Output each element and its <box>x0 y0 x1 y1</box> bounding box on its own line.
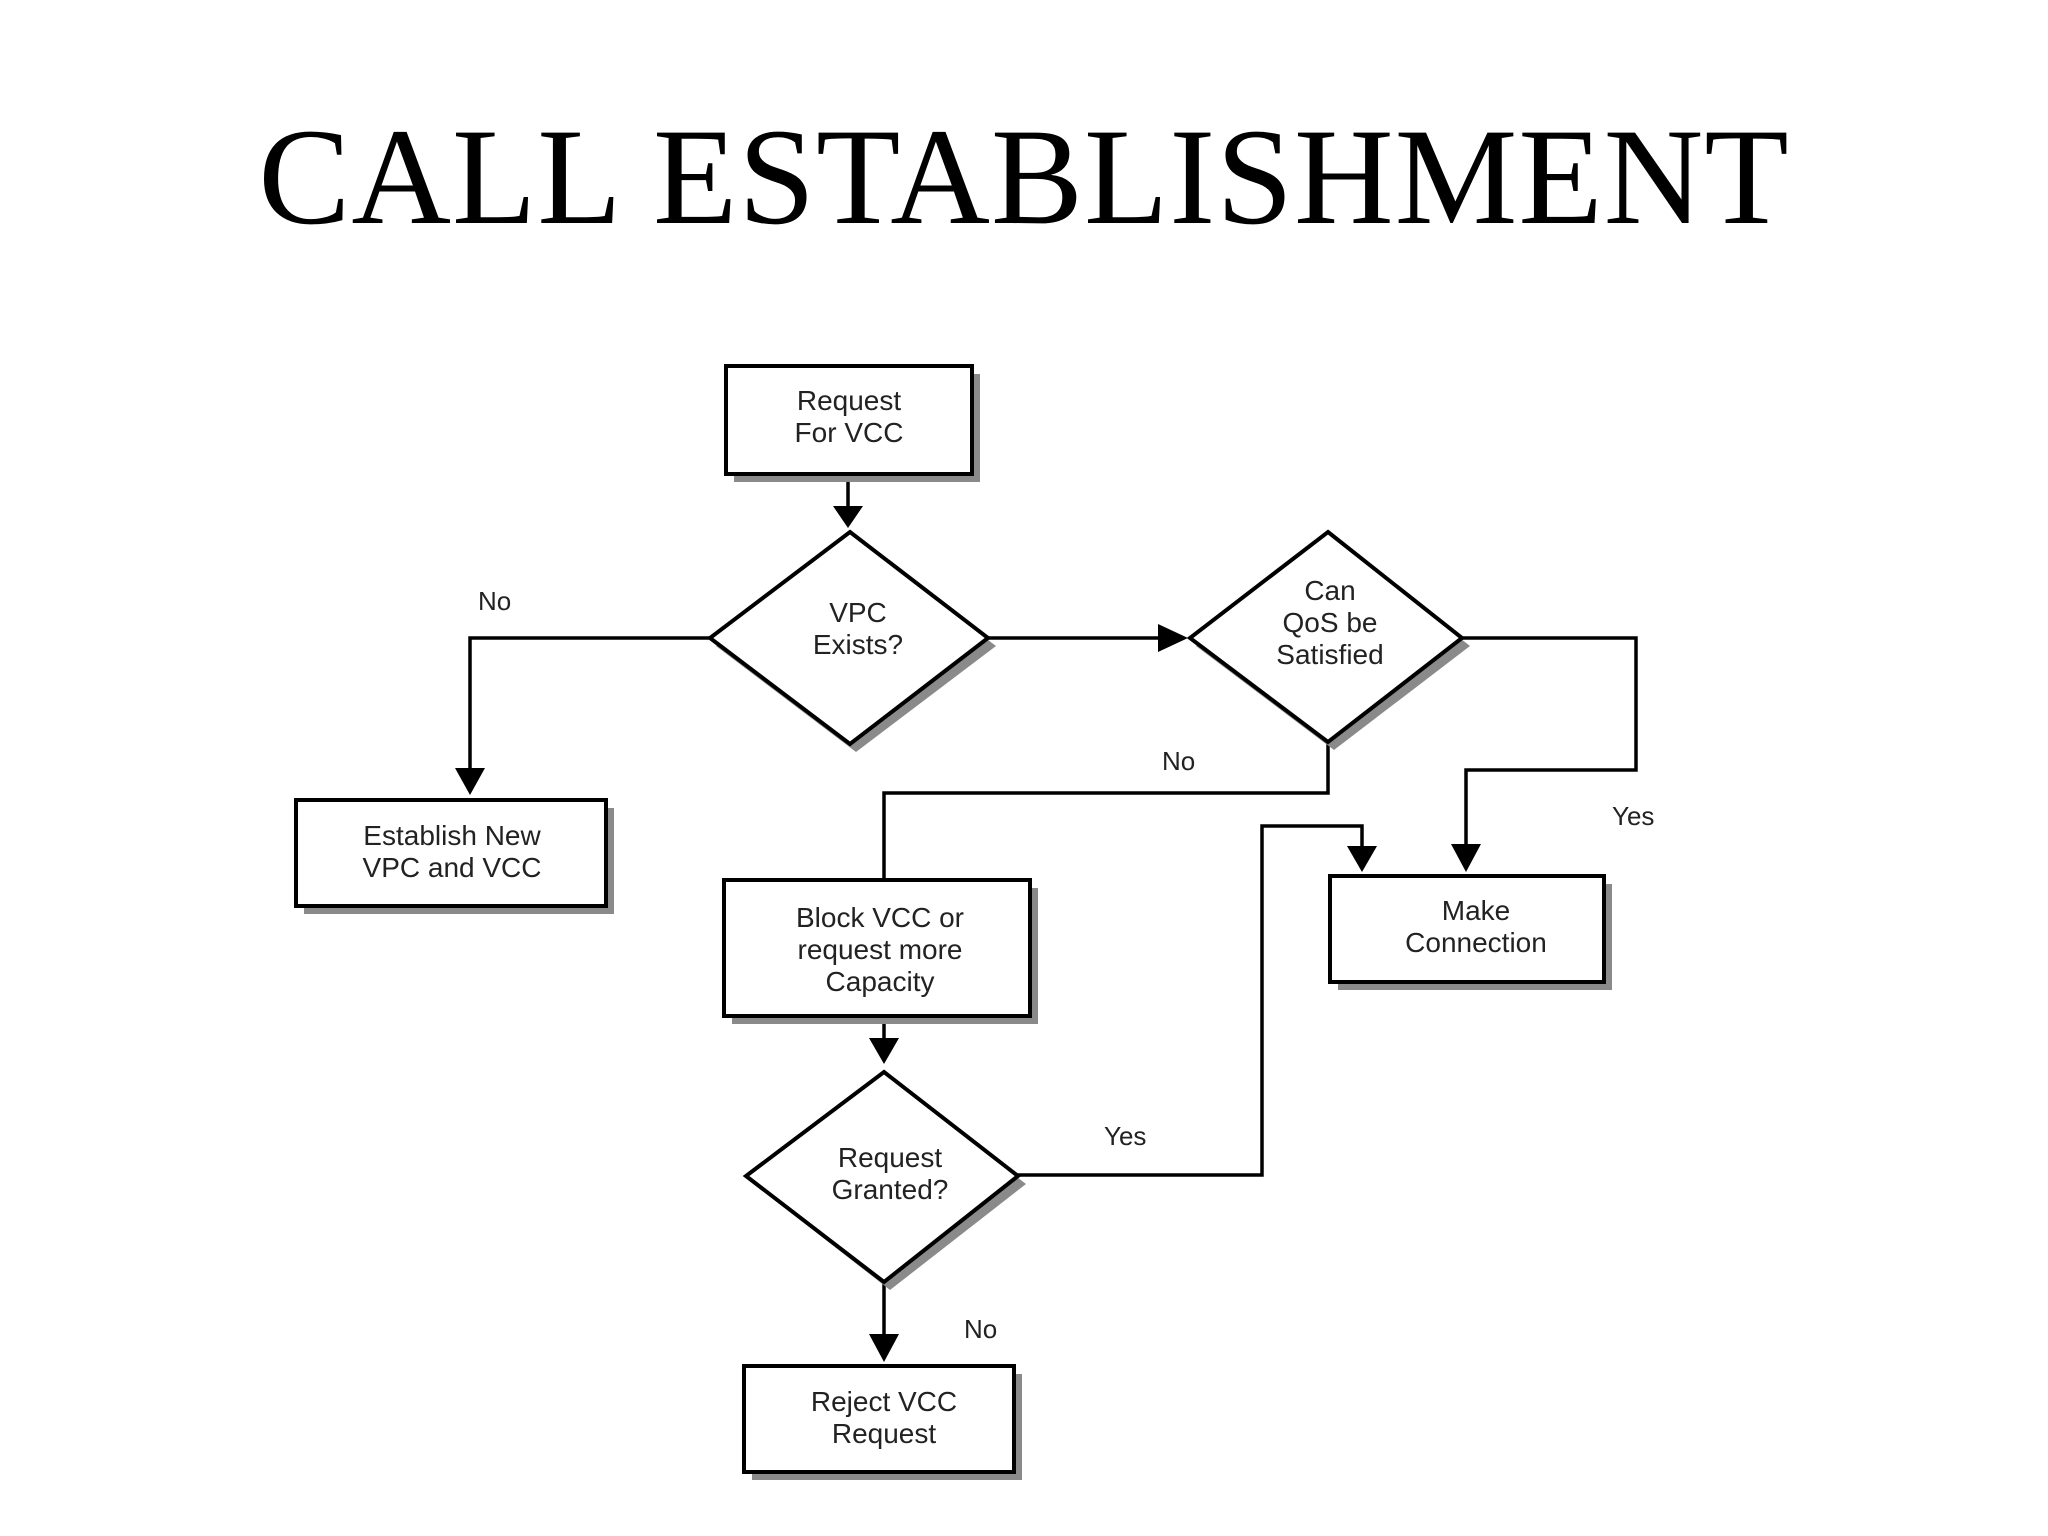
node-text: Make <box>1442 895 1510 926</box>
node-text: QoS be <box>1283 607 1378 638</box>
edges <box>455 472 1638 1362</box>
node-text: Establish New <box>363 820 541 851</box>
node-text: Capacity <box>826 966 935 997</box>
arrowhead-make-1 <box>1451 844 1481 872</box>
arrowhead-granted <box>869 1038 899 1064</box>
edge-label-qos-no: No <box>1162 746 1195 776</box>
node-text: Request <box>832 1418 937 1449</box>
edge-qos-no <box>882 742 1330 878</box>
edge-vpc-no <box>468 636 710 770</box>
page-title: CALL ESTABLISHMENT <box>258 100 1790 253</box>
edge-label-vpc-no: No <box>478 586 511 616</box>
node-request-granted: Request Granted? <box>742 1069 1026 1290</box>
node-make-connection: Make Connection <box>1328 874 1612 990</box>
node-text: Block VCC or <box>796 902 964 933</box>
node-text: Request <box>797 385 902 416</box>
edge-granted-yes <box>1018 824 1364 1177</box>
node-vpc-exists: VPC Exists? <box>706 529 996 752</box>
edge-qos-yes <box>1462 636 1638 846</box>
node-text: Can <box>1304 575 1355 606</box>
node-text: Connection <box>1405 927 1547 958</box>
edge-label-qos-yes: Yes <box>1612 801 1654 831</box>
arrowhead-reject <box>869 1334 899 1362</box>
arrowhead-vpc <box>833 506 863 528</box>
node-text: Exists? <box>813 629 903 660</box>
node-text: VPC and VCC <box>363 852 542 883</box>
node-reject-vcc: Reject VCC Request <box>742 1364 1022 1480</box>
node-can-qos: Can QoS be Satisfied <box>1186 529 1470 750</box>
node-text: request more <box>798 934 963 965</box>
node-request-vcc: Request For VCC <box>724 364 980 482</box>
node-block-vcc: Block VCC or request more Capacity <box>722 878 1038 1024</box>
node-text: For VCC <box>795 417 904 448</box>
node-text: Granted? <box>832 1174 949 1205</box>
arrowhead-make-2 <box>1347 846 1377 872</box>
node-text: VPC <box>829 597 887 628</box>
node-text: Reject VCC <box>811 1386 957 1417</box>
node-text: Request <box>838 1142 943 1173</box>
edge-labels: No No Yes Yes No <box>478 586 1654 1344</box>
node-establish-new: Establish New VPC and VCC <box>294 798 614 914</box>
edge-label-granted-no: No <box>964 1314 997 1344</box>
node-text: Satisfied <box>1276 639 1383 670</box>
arrowhead-qos <box>1158 624 1188 652</box>
edge-label-granted-yes: Yes <box>1104 1121 1146 1151</box>
arrowhead-establish <box>455 768 485 795</box>
